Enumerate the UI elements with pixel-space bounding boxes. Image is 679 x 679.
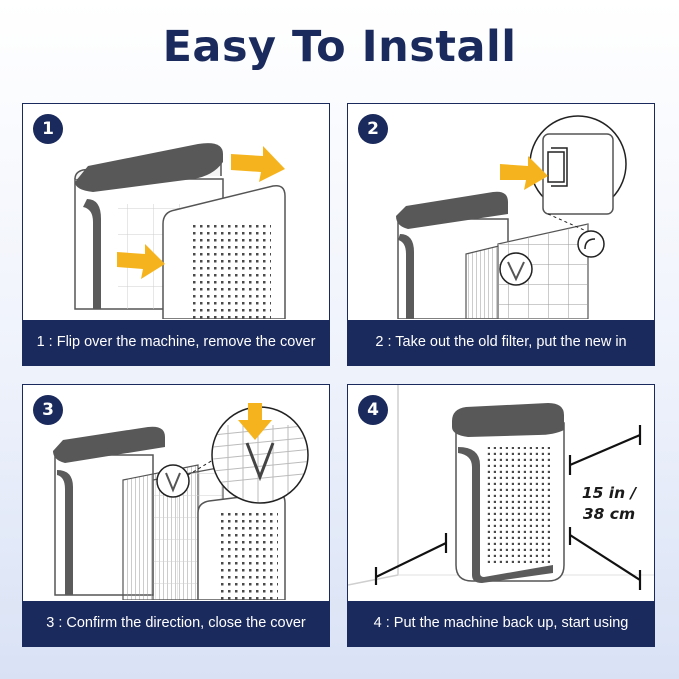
page-title: Easy To Install — [162, 22, 517, 72]
distance-imperial: 15 in / — [581, 484, 637, 502]
step-3-panel: 3 3 : Confirm the direction, close the c… — [22, 384, 330, 647]
step-3-badge: 3 — [33, 395, 63, 425]
dimension-line-icon — [374, 425, 642, 590]
step-1-caption: 1 : Flip over the machine, remove the co… — [23, 320, 329, 365]
air-purifier — [452, 403, 565, 583]
step-4-badge: 4 — [358, 395, 388, 425]
filter-panel — [465, 223, 589, 319]
air-purifier-cover — [197, 491, 286, 600]
step-4-panel: 15 in / 38 cm 4 4 : Put the machine back… — [347, 384, 655, 647]
step-2-badge: 2 — [358, 114, 388, 144]
step-1-badge: 1 — [33, 114, 63, 144]
air-purifier-cover — [162, 184, 286, 319]
step-2-illustration — [396, 115, 627, 319]
step-1-panel: 1 1 : Flip over the machine, remove the … — [22, 103, 330, 366]
distance-metric: 38 cm — [582, 505, 636, 523]
step-4-caption: 4 : Put the machine back up, start using — [348, 601, 654, 646]
step-4-illustration — [348, 385, 654, 590]
step-3-caption: 3 : Confirm the direction, close the cov… — [23, 601, 329, 646]
step-3-illustration — [53, 403, 309, 600]
arrow-down-icon — [238, 403, 272, 440]
arrow-icon — [117, 146, 285, 279]
arrow-icon — [500, 156, 548, 190]
zoom-detail — [529, 115, 627, 258]
step-1-illustration — [74, 143, 286, 319]
distance-label: 15 in / 38 cm — [574, 483, 644, 525]
step-2-panel: 2 2 : Take out the old filter, put the n… — [347, 103, 655, 366]
step-2-caption: 2 : Take out the old filter, put the new… — [348, 320, 654, 365]
